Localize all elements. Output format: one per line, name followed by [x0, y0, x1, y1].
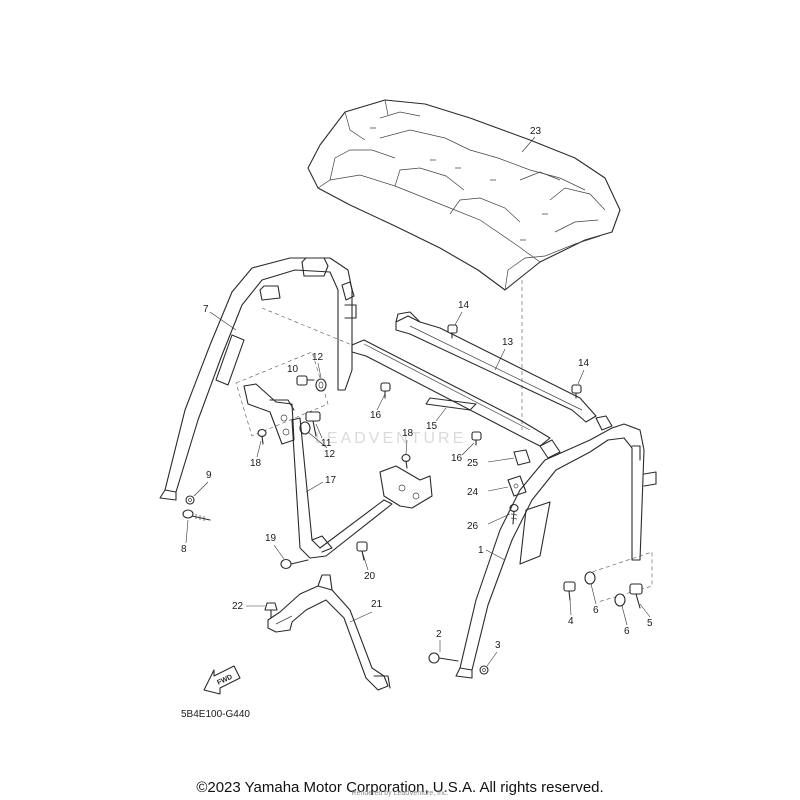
collar-12-lower[interactable] [299, 421, 311, 435]
callout-22: 22 [232, 601, 244, 612]
bolt-4[interactable] [563, 581, 576, 601]
diagram-code: 5B4E100-G440 [181, 709, 250, 720]
callout-13: 13 [502, 337, 514, 348]
nut-3[interactable] [479, 665, 489, 675]
bolt-16-right[interactable] [471, 431, 482, 446]
callout-8: 8 [181, 544, 187, 555]
bolt-14-upper[interactable] [447, 324, 458, 339]
callout-26: 26 [467, 521, 479, 532]
bolt-11[interactable] [305, 411, 321, 437]
callout-3: 3 [495, 640, 501, 651]
callout-18-left: 18 [250, 458, 262, 469]
callout-16-center: 16 [370, 410, 382, 421]
bolt-20[interactable] [356, 541, 368, 561]
callout-23: 23 [530, 126, 542, 137]
collar-12-upper[interactable] [315, 378, 327, 392]
callout-11: 11 [321, 438, 332, 449]
copyright-notice: ©2023 Yamaha Motor Corporation, U.S.A. A… [196, 779, 604, 796]
screw-18-left[interactable] [257, 428, 267, 445]
callout-18-center: 18 [402, 428, 414, 439]
callout-1: 1 [478, 545, 484, 556]
callout-6-right: 6 [624, 626, 630, 637]
roof-panel[interactable] [307, 99, 621, 291]
callout-6-left: 6 [593, 605, 599, 616]
callout-15: 15 [426, 421, 438, 432]
collar-6-right[interactable] [614, 593, 626, 607]
bolt-16-center[interactable] [380, 382, 391, 399]
callout-19: 19 [265, 533, 277, 544]
left-front-pillar[interactable] [159, 257, 357, 501]
bolt-10[interactable] [296, 375, 315, 386]
collar-25[interactable] [513, 449, 531, 466]
callout-24: 24 [467, 487, 479, 498]
callout-12-upper: 12 [312, 352, 324, 363]
bracket-outline [235, 351, 329, 437]
bracket-24[interactable] [507, 475, 527, 497]
callout-14-upper: 14 [458, 300, 470, 311]
screw-18-center[interactable] [401, 453, 411, 469]
callout-7: 7 [203, 304, 209, 315]
fwd-arrow-icon: FWD [203, 665, 241, 695]
callout-17: 17 [325, 475, 337, 486]
lower-support[interactable] [267, 574, 391, 691]
watermark-credit: Rendered by LeadVenture, Inc. [351, 790, 449, 797]
bolt-5[interactable] [629, 583, 643, 609]
callout-10: 10 [287, 364, 299, 375]
rear-crossbeam[interactable] [395, 311, 597, 423]
bolt-9[interactable] [185, 495, 195, 505]
rear-brace[interactable] [291, 417, 433, 559]
callout-5: 5 [647, 618, 653, 629]
bolt-2[interactable] [428, 652, 459, 664]
callout-4: 4 [568, 616, 574, 627]
callout-14-right: 14 [578, 358, 590, 369]
mount-bracket-left[interactable] [243, 383, 295, 445]
bolt-19[interactable] [280, 558, 309, 570]
right-pillar[interactable] [455, 415, 657, 679]
bolt-22[interactable] [264, 602, 278, 619]
callout-12-lower: 12 [324, 449, 336, 460]
callout-20: 20 [364, 571, 376, 582]
watermark: LEADVENTURE [315, 430, 467, 447]
callout-9: 9 [206, 470, 212, 481]
bolt-14-right[interactable] [571, 384, 582, 399]
callout-25: 25 [467, 458, 479, 469]
front-crossbeam[interactable] [351, 339, 551, 447]
callout-16-right: 16 [451, 453, 463, 464]
callout-21: 21 [371, 599, 383, 610]
screw-8[interactable] [182, 509, 211, 521]
bracket-outline-right [585, 551, 653, 603]
callout-2: 2 [436, 629, 442, 640]
collar-6-left[interactable] [584, 571, 596, 585]
